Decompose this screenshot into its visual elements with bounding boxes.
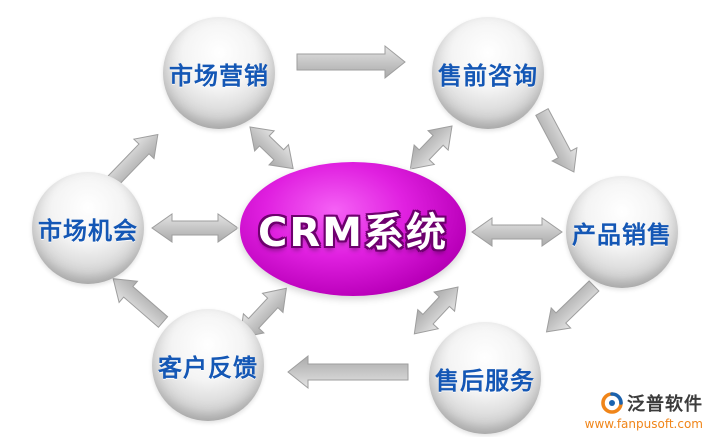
node-product-sales-label: 产品销售	[572, 220, 672, 249]
arrow-opportunity-to-marketing	[106, 133, 159, 188]
node-pre-sales-label: 售前咨询	[438, 61, 538, 90]
node-market-opportunity-label: 市场机会	[38, 216, 138, 245]
node-product-sales: 产品销售	[566, 176, 678, 288]
node-after-sales: 售后服务	[429, 322, 541, 434]
watermark: 泛普软件 www.fanpusoft.com	[585, 390, 703, 431]
crm-center-label: CRM系统	[258, 210, 448, 256]
arrow-crm-marketing	[249, 126, 294, 170]
node-customer-feedback: 客户反馈	[152, 309, 264, 421]
node-after-sales-label: 售后服务	[435, 366, 535, 395]
node-market-opportunity: 市场机会	[32, 172, 144, 284]
arrow-feedback-to-opportunity	[112, 278, 169, 328]
node-pre-sales: 售前咨询	[432, 17, 544, 129]
arrow-presales-to-productsales	[535, 108, 578, 173]
arrow-crm-productsales	[471, 217, 563, 247]
crm-center-ellipse: CRM系统	[240, 162, 466, 296]
node-marketing-label: 市场营销	[169, 61, 269, 90]
arrow-productsales-to-aftersales	[545, 280, 600, 333]
arrow-aftersales-to-feedback	[287, 354, 409, 390]
arrow-marketing-to-presales	[296, 44, 406, 80]
node-marketing: 市场营销	[163, 17, 275, 129]
fanpu-logo-icon	[601, 392, 623, 414]
node-customer-feedback-label: 客户反馈	[158, 353, 258, 382]
watermark-url: www.fanpusoft.com	[584, 417, 703, 431]
arrow-crm-aftersales	[413, 286, 459, 335]
arrow-crm-opportunity	[151, 213, 239, 243]
arrow-crm-presales	[409, 125, 453, 170]
watermark-brand: 泛普软件	[627, 394, 703, 415]
